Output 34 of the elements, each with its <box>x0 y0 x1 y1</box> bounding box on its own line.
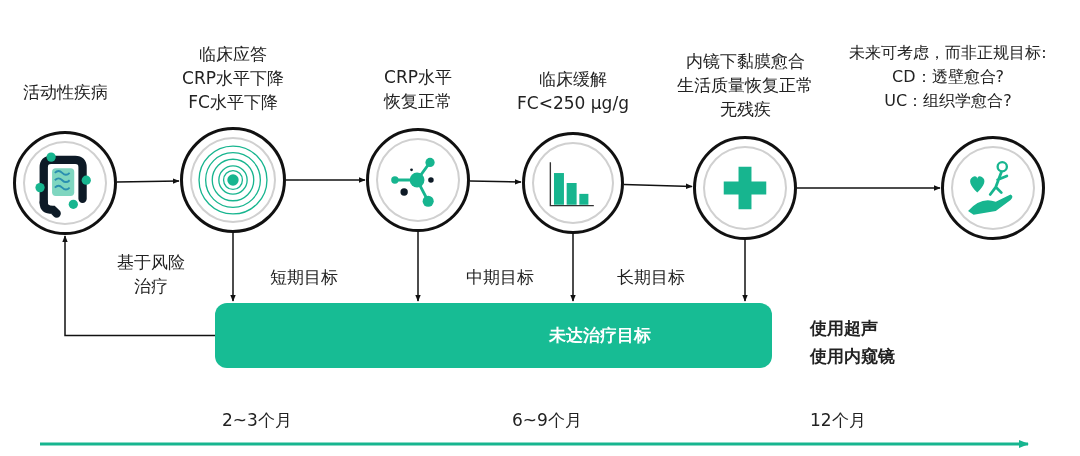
stage-label: 长期目标 <box>617 266 685 289</box>
stage-heading: UC：组织学愈合? <box>883 90 1013 112</box>
arrow <box>570 233 576 302</box>
arrow <box>415 231 421 302</box>
stage-heading: 无残疾 <box>718 98 772 121</box>
stage-heading: 内镜下黏膜愈合 <box>684 50 806 73</box>
method-note: 使用超声 <box>810 317 878 340</box>
stage-heading: FC水平下降 <box>187 91 279 114</box>
stage-heading: FC<250 μg/g <box>517 92 629 115</box>
arrow <box>62 235 216 337</box>
stage-heading: CD：透壁愈合? <box>891 66 1005 88</box>
stage-heading: 生活质量恢复正常 <box>677 74 813 97</box>
arrow <box>742 239 748 302</box>
stage-heading: CRP水平 <box>384 66 452 89</box>
stage-label: 短期目标 <box>270 266 338 289</box>
stage-heading: 未来可考虑，而非正规目标: <box>849 42 1047 64</box>
stage-heading: 临床缓解 <box>538 68 608 91</box>
arrow <box>469 179 522 185</box>
arrow <box>285 177 366 183</box>
stage-label: 6~9个月 <box>512 409 582 432</box>
stage-label: 2~3个月 <box>222 409 292 432</box>
arrow <box>230 232 236 302</box>
goal-banner: 未达治疗目标 <box>215 303 772 368</box>
note-text: 基于风险治疗 <box>115 251 186 298</box>
stage-label: 中期目标 <box>466 266 534 289</box>
stage-label: 12个月 <box>810 409 866 432</box>
stage-heading: 恢复正常 <box>384 90 452 113</box>
method-note: 使用内窥镜 <box>810 345 895 368</box>
arrow <box>116 178 180 184</box>
stage-heading: CRP水平下降 <box>182 67 284 90</box>
arrow <box>796 185 941 191</box>
stage-heading: 临床应答 <box>198 43 268 66</box>
arrow <box>623 183 693 190</box>
stage-heading: 活动性疾病 <box>22 81 108 104</box>
